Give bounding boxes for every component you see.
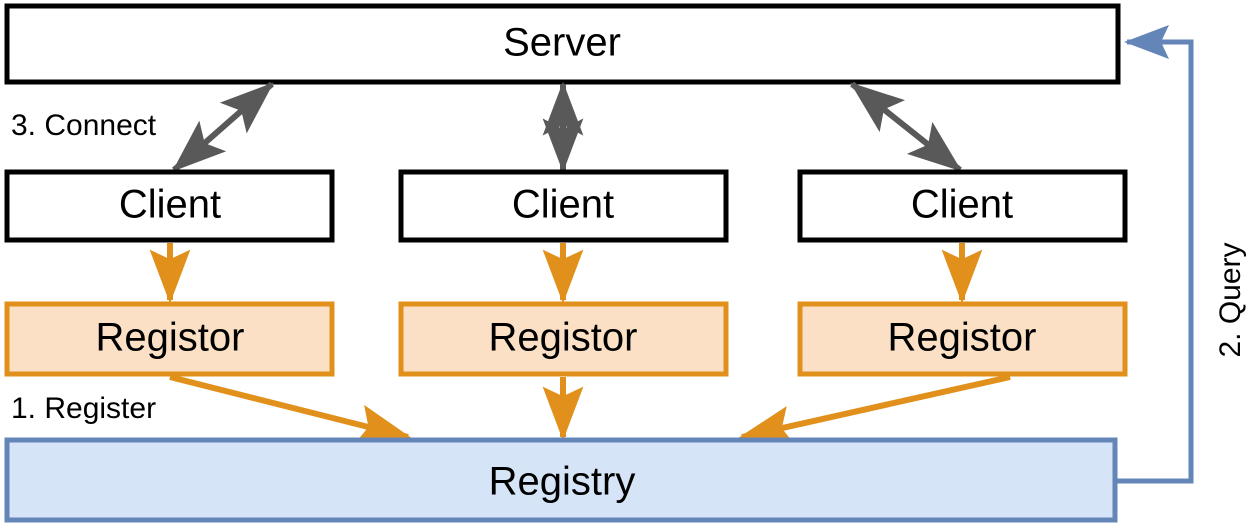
registry-box[interactable] bbox=[4, 437, 1118, 523]
node-registry[interactable]: Registry bbox=[4, 437, 1118, 523]
connect-arrow-left bbox=[172, 81, 274, 173]
step-label-register: 1. Register bbox=[11, 392, 156, 425]
query-arrow bbox=[1117, 25, 1194, 484]
node-registor-3[interactable]: Registor bbox=[797, 301, 1128, 377]
registor-1-label: Registor bbox=[96, 316, 245, 360]
client-3-box[interactable] bbox=[797, 169, 1128, 243]
client-2-box[interactable] bbox=[398, 169, 729, 243]
node-registor-1[interactable]: Registor bbox=[4, 301, 335, 377]
registor-3-box[interactable] bbox=[797, 301, 1128, 377]
node-client-1[interactable]: Client bbox=[4, 169, 335, 243]
client-1-label: Client bbox=[119, 183, 221, 227]
register-arrow-3 bbox=[738, 374, 1011, 446]
server-label: Server bbox=[503, 21, 621, 65]
node-client-2[interactable]: Client bbox=[398, 169, 729, 243]
registor-2-label: Registor bbox=[489, 316, 638, 360]
connect-arrow-right bbox=[850, 81, 962, 173]
client-1-box[interactable] bbox=[4, 169, 335, 243]
registor-2-box[interactable] bbox=[398, 301, 729, 377]
registor-1-box[interactable] bbox=[4, 301, 335, 377]
step-label-query: 2. Query bbox=[1214, 242, 1247, 357]
registor-3-label: Registor bbox=[888, 316, 1037, 360]
step-label-connect: 3. Connect bbox=[11, 109, 157, 142]
client-3-label: Client bbox=[911, 183, 1013, 227]
client-2-label: Client bbox=[512, 183, 614, 227]
node-client-3[interactable]: Client bbox=[797, 169, 1128, 243]
node-server[interactable]: Server bbox=[4, 3, 1121, 85]
registry-label: Registry bbox=[489, 460, 636, 504]
register-arrow-1 bbox=[169, 374, 412, 445]
node-registor-2[interactable]: Registor bbox=[398, 301, 729, 377]
server-box[interactable] bbox=[4, 3, 1121, 85]
